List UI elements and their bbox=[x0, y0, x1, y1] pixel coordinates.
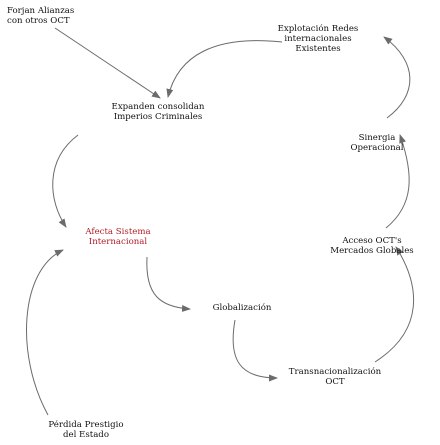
edge-transnacionalizacion-to-acceso bbox=[374, 246, 415, 363]
node-perdida-prestigio: Pérdida Prestigio del Estado bbox=[48, 420, 124, 440]
node-acceso-mercados: Acceso OCT's Mercados Globales bbox=[330, 236, 414, 256]
node-expanden-imperios: Expanden consolidan Imperios Criminales bbox=[111, 102, 205, 122]
edge-afecta-to-globalizacion bbox=[146, 256, 191, 312]
node-sinergia-operacional: Sinergia Operacional bbox=[350, 133, 404, 153]
edge-acceso-to-sinergia bbox=[385, 134, 410, 229]
node-explotacion-redes: Explotación Redes internacionales Existe… bbox=[277, 24, 359, 54]
node-globalizacion: Globalización bbox=[212, 303, 272, 313]
edge-explotacion-to-expanden bbox=[166, 40, 283, 98]
node-transnacionalizacion: Transnacionalización OCT bbox=[288, 367, 382, 387]
node-afecta-sistema: Afecta Sistema Internacional bbox=[85, 227, 151, 247]
node-forjan-alianzas: Forjan Alianzas con otros OCT bbox=[7, 6, 75, 26]
edge-sinergia-to-explotacion bbox=[383, 36, 411, 119]
edge-forjan-to-expanden bbox=[54, 27, 161, 99]
edge-perdida-to-afecta bbox=[26, 249, 64, 416]
edge-globalizacion-to-transnacionalizacion bbox=[232, 319, 278, 382]
edge-expanden-to-afecta bbox=[52, 134, 79, 228]
